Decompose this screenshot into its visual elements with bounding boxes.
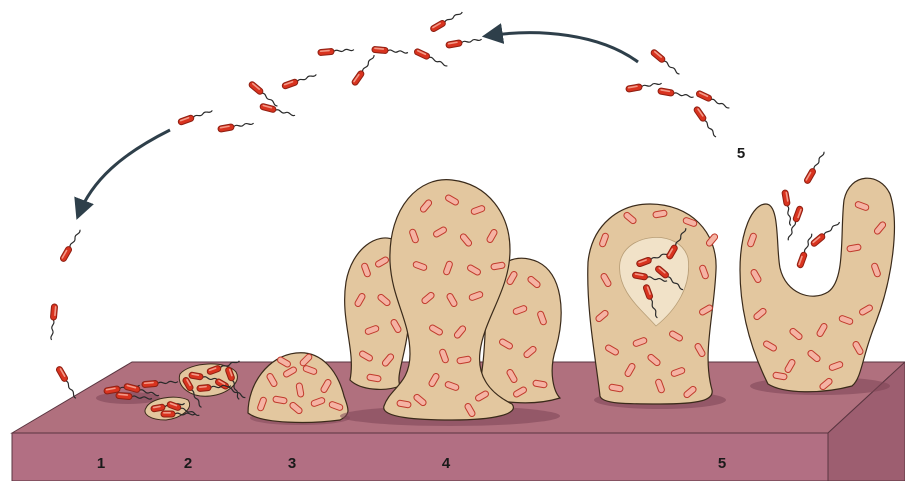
planktonic-cell bbox=[49, 304, 58, 340]
planktonic-cell bbox=[259, 103, 295, 118]
planktonic-cell bbox=[413, 48, 448, 69]
planktonic-cell bbox=[803, 150, 826, 184]
planktonic-to-attachment-arrow bbox=[78, 130, 170, 216]
surface-front-face bbox=[12, 433, 828, 481]
stage-label-5-bottom: 5 bbox=[718, 455, 726, 472]
planktonic-cell bbox=[55, 366, 78, 400]
stage-label-3: 3 bbox=[288, 455, 296, 472]
planktonic-cell bbox=[59, 228, 82, 262]
stage-4-mature-biofilm bbox=[340, 180, 561, 426]
planktonic-cell bbox=[318, 47, 354, 56]
planktonic-cell bbox=[351, 53, 377, 86]
planktonic-cell bbox=[177, 108, 213, 126]
stage-label-4: 4 bbox=[442, 455, 451, 472]
planktonic-cell bbox=[693, 106, 719, 139]
planktonic-cell bbox=[281, 72, 317, 90]
planktonic-cell bbox=[430, 9, 464, 32]
stage-label-1: 1 bbox=[97, 455, 105, 472]
planktonic-cell bbox=[796, 233, 814, 269]
planktonic-cell bbox=[810, 220, 841, 248]
planktonic-cell bbox=[695, 90, 730, 111]
planktonic-cell bbox=[218, 120, 254, 132]
planktonic-cell bbox=[658, 88, 694, 100]
planktonic-cell bbox=[626, 80, 662, 92]
stage-5-dispersal-tower-a bbox=[588, 204, 726, 409]
stage-label-5-top: 5 bbox=[737, 145, 745, 162]
planktonic-cell bbox=[446, 36, 482, 48]
planktonic-cell bbox=[650, 49, 681, 77]
dispersal-to-planktonic-arrow bbox=[486, 33, 638, 62]
stage-label-2: 2 bbox=[184, 455, 192, 472]
planktonic-cell bbox=[372, 46, 408, 55]
planktonic-cell bbox=[782, 190, 794, 226]
cycle-arrows bbox=[78, 33, 638, 216]
